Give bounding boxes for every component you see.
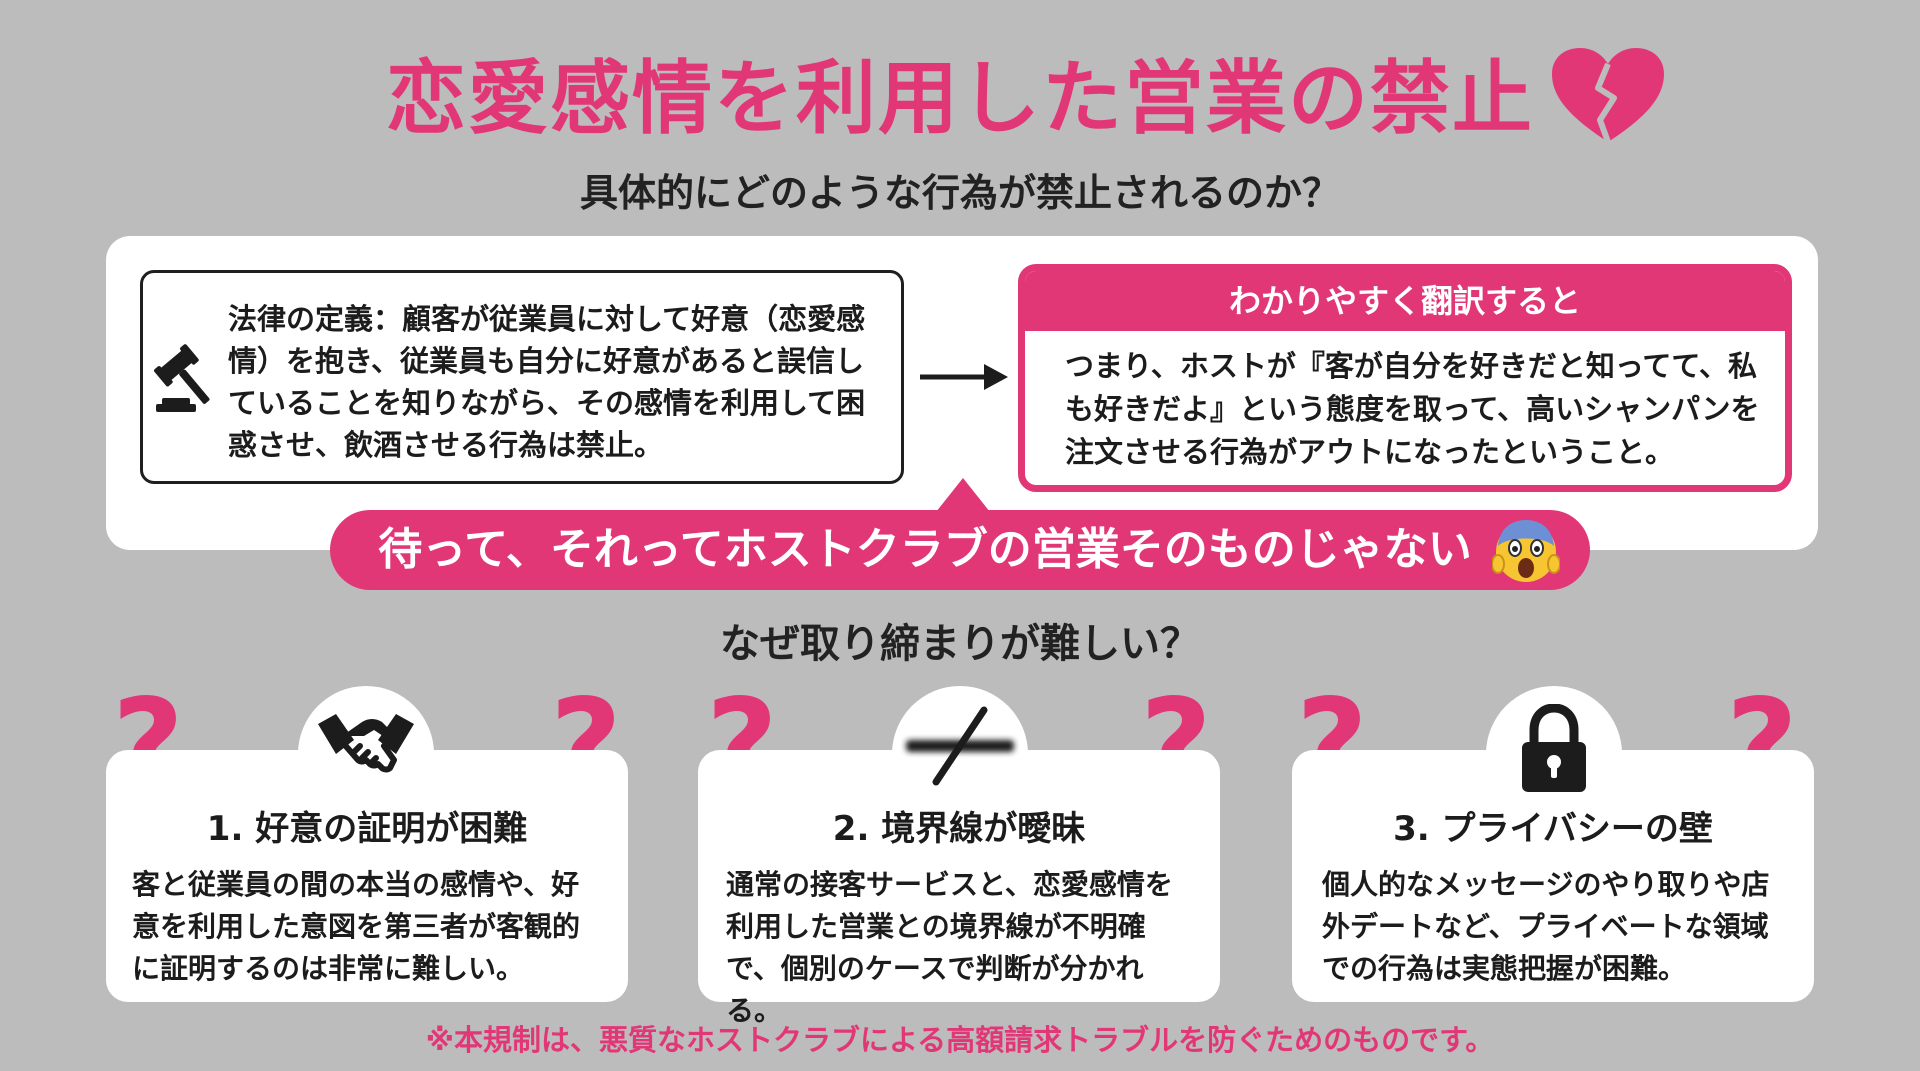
icon-bubble: [892, 686, 1028, 822]
reason-card-title: 1. 好意の証明が困難: [206, 809, 528, 849]
handshake-icon: [318, 714, 414, 773]
right-arrow-icon: [920, 364, 1008, 390]
reason-card-body: 客と従業員の間の本当の感情や、好意を利用した意図を第三者が客観的に証明するのは非…: [132, 868, 581, 985]
reason-card-body: 通常の接客サービスと、恋愛感情を利用した営業との境界線が不明確で、個別のケースで…: [726, 868, 1173, 1027]
banner-pointer: [936, 478, 990, 512]
page-title: 恋愛感情を利用した営業の禁止: [386, 52, 1534, 145]
translation-box: わかりやすく翻訳すると つまり、ホストが『客が自分を好きだと知ってて、私も好きだ…: [1018, 264, 1792, 492]
reason-card-title: 2. 境界線が曖昧: [832, 809, 1086, 849]
reason-card-body: 個人的なメッセージのやり取りや店外デートなど、プライベートな領域での行為は実態把…: [1322, 868, 1770, 985]
law-definition-box: [140, 270, 904, 484]
footnote: ※本規制は、悪質なホストクラブによる高額請求トラブルを防ぐためのものです。: [425, 1023, 1495, 1057]
section-subtitle: 具体的にどのような行為が禁止されるのか？: [579, 171, 1340, 215]
why-heading: なぜ取り締まりが難しい？: [720, 621, 1200, 667]
exclamation-banner-text: 待って、それってホストクラブの営業そのものじゃない: [378, 524, 1472, 575]
reason-card-title: 3. プライバシーの壁: [1393, 809, 1713, 849]
blurred-line-icon: [906, 706, 1014, 786]
translation-heading: わかりやすく翻訳すると: [1025, 271, 1785, 331]
law-definition-text: 法律の定義：顧客が従業員に対して好意（恋愛感情）を抱き、従業員も自分に好意がある…: [228, 302, 866, 462]
gavel-icon: [154, 344, 210, 412]
padlock-icon: [1522, 704, 1586, 792]
translation-text: つまり、ホストが『客が自分を好きだと知ってて、私も好きだよ』という態度を取って、…: [1065, 349, 1760, 469]
exclamation-banner: [330, 510, 1590, 590]
screaming-face-icon: [1492, 520, 1560, 582]
broken-heart-icon: [1552, 48, 1664, 144]
